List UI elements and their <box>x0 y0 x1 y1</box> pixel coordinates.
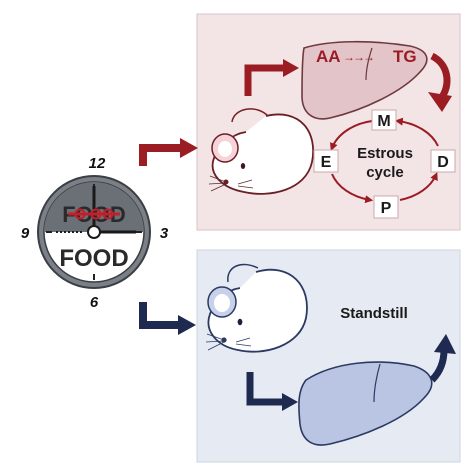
clock-food-bottom: FOOD <box>59 245 128 272</box>
mouse-bottom <box>205 263 308 353</box>
cycle-stage-p-box <box>373 195 399 219</box>
clock-number-12: 12 <box>89 155 106 172</box>
cycle-label-line1: Estrous <box>357 145 413 162</box>
clock: FOOD FOOD <box>37 175 151 289</box>
liver-top <box>301 40 428 120</box>
pathway-arrows: →→→ <box>343 50 373 64</box>
clock-number-6: 6 <box>90 294 99 311</box>
clock-center <box>87 225 101 239</box>
clock-number-3: 3 <box>160 225 169 242</box>
cycle-stage-m-box <box>371 109 397 131</box>
pathway-aa: AA <box>316 47 341 66</box>
cycle-stage-d-box <box>430 149 456 173</box>
mouse-top <box>208 108 314 195</box>
standstill-label: Standstill <box>340 305 408 322</box>
cycle-stage-d: D <box>437 154 449 171</box>
navy-arrow-to-liver <box>246 372 298 411</box>
red-arrow-liver-to-cycle <box>428 52 452 112</box>
navy-arrow-standstill <box>429 334 456 383</box>
cycle-stage-e: E <box>321 154 332 171</box>
estrous-cycle: M D P E Estrous cycle <box>313 109 456 219</box>
cycle-stage-e-box <box>313 149 339 173</box>
red-arrow-to-liver <box>244 59 299 96</box>
cycle-stage-p: P <box>381 200 392 217</box>
navy-arrow-to-bottom-mouse <box>139 302 196 335</box>
clock-number-9: 9 <box>21 225 30 242</box>
liver-bottom <box>298 361 433 446</box>
cycle-stage-m: M <box>377 113 390 130</box>
red-arrow-to-top-mouse <box>139 138 198 166</box>
cycle-label-line2: cycle <box>366 164 404 181</box>
pathway-tg: TG <box>393 47 417 66</box>
